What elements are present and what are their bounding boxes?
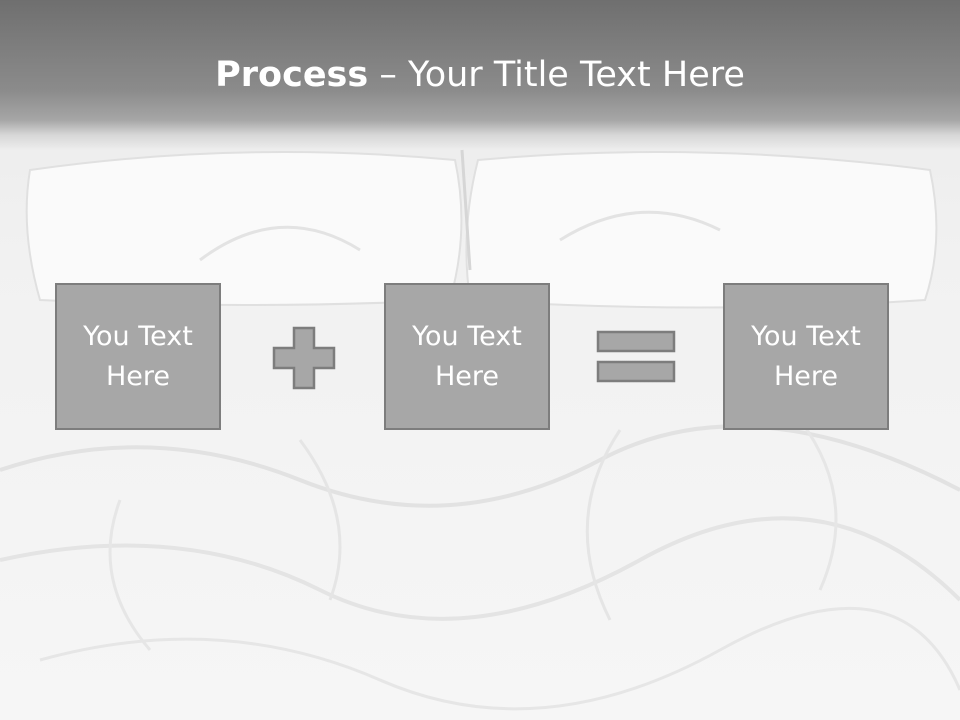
process-box-3-line2: Here [773, 360, 839, 392]
title-bold-text: Process [215, 55, 369, 95]
process-box-1-text: You Text Here [68, 317, 208, 397]
process-box-1[interactable]: You Text Here [55, 283, 221, 430]
process-box-3-text: You Text Here [736, 317, 876, 397]
process-box-2-text: You Text Here [397, 317, 537, 397]
plus-icon [272, 326, 336, 390]
title-rest-text: Your Title Text Here [407, 55, 745, 95]
process-box-3-line1: You Text [751, 320, 861, 352]
process-box-1-line1: You Text [83, 320, 193, 352]
slide-title: Process – Your Title Text Here [0, 50, 960, 100]
process-box-3[interactable]: You Text Here [723, 283, 889, 430]
equals-icon [596, 330, 676, 383]
process-box-1-line2: Here [105, 360, 171, 392]
process-box-2-line2: Here [434, 360, 500, 392]
title-separator: – [368, 55, 408, 95]
process-box-2-line1: You Text [412, 320, 522, 352]
process-box-2[interactable]: You Text Here [384, 283, 550, 430]
title-band [0, 0, 960, 150]
